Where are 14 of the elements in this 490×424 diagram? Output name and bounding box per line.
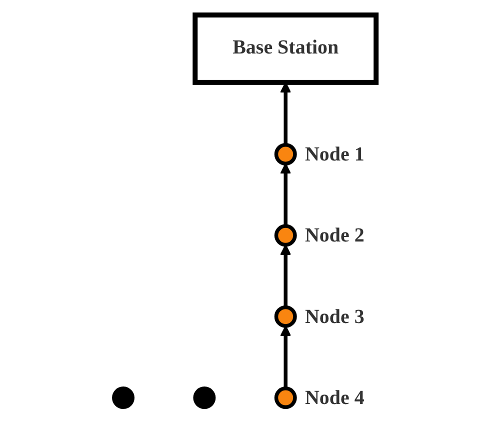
arrow [280, 163, 292, 226]
node-box: Base Station [192, 12, 379, 85]
node-circle [193, 386, 216, 409]
node-circle [274, 143, 297, 166]
node-label: Node 3 [304, 306, 364, 328]
node-label: Node 1 [304, 143, 364, 166]
node-circle [274, 305, 297, 328]
node-circle [112, 386, 134, 409]
node-circle [274, 224, 297, 247]
node-label: Node 2 [304, 224, 364, 247]
node-label: Node 4 [304, 387, 364, 410]
node-circle [274, 386, 297, 409]
arrow [280, 244, 292, 308]
arrow [280, 325, 292, 388]
